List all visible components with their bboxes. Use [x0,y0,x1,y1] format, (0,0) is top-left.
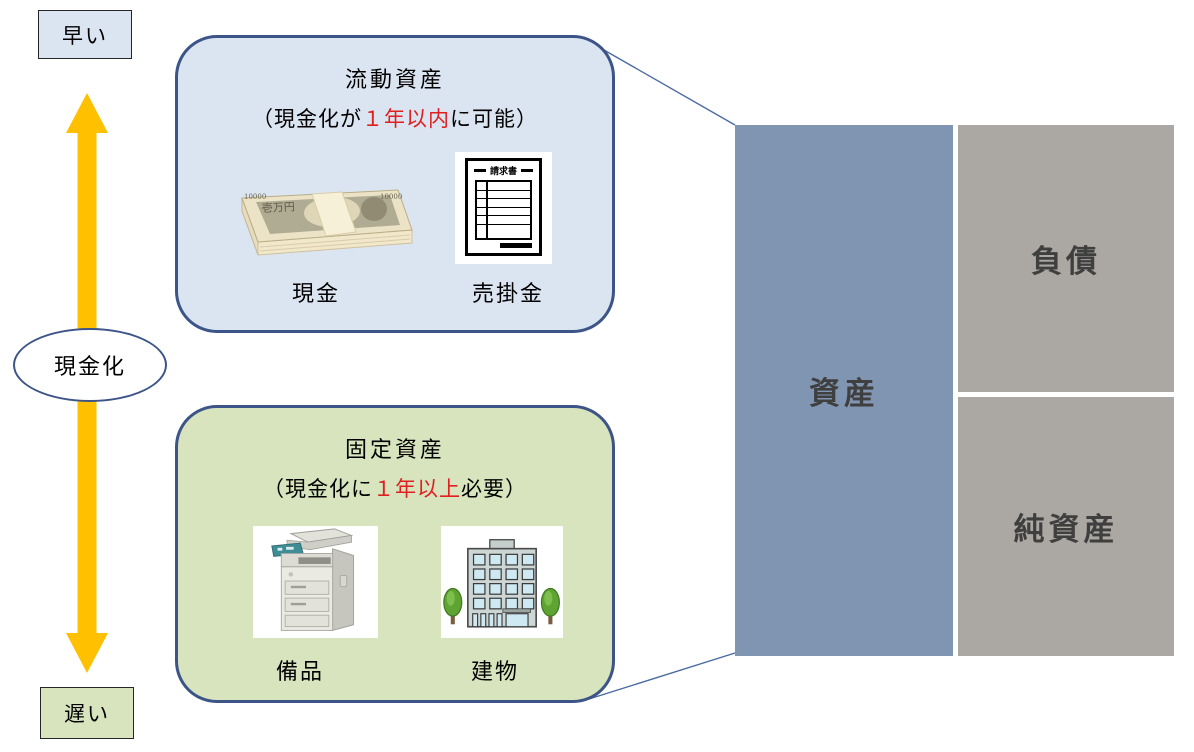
connector-line-top [596,45,736,126]
cash-conversion-oval: 現金化 [13,328,167,402]
fixed-assets-box: 固定資産 （現金化に１年以上必要） [175,405,615,703]
fast-label-box: 早い [38,10,132,59]
liabilities-label: 負債 [1031,244,1101,280]
fast-label: 早い [62,23,108,48]
equipment-label: 備品 [275,660,324,685]
slow-label: 遅い [64,702,110,726]
fixed-assets-title: 固定資産 [344,438,445,463]
invoice-dash-right [521,169,533,172]
invoice-table [475,180,532,240]
subtitle-highlight: １年以内 [362,107,450,131]
subtitle-highlight: １年以上 [373,477,461,501]
copier-icon [253,526,378,638]
subtitle-prefix: （現金化に [263,477,373,501]
net-assets-block: 純資産 [958,397,1174,656]
cash-face-text: 壱万円 [261,199,295,215]
arrow-down-head-icon [66,633,108,673]
arrow-up-head-icon [66,93,108,133]
net-assets-label: 純資産 [1013,512,1119,548]
fixed-assets-subtitle: （現金化に１年以上必要） [178,473,612,503]
building-label: 建物 [470,660,519,685]
cash-number-left: 10000 [244,193,266,201]
current-assets-box: 流動資産 （現金化が１年以内に可能） 壱万円 10000 10000 [175,35,615,333]
invoice-header-text: 請求書 [489,167,517,177]
connector-line-bottom [588,652,736,700]
current-assets-subtitle: （現金化が１年以内に可能） [178,103,612,133]
invoice-document: 請求書 [465,158,542,256]
assets-block: 資産 [735,125,953,656]
invoice-icon: 請求書 [455,152,552,264]
cash-stack-icon: 壱万円 10000 10000 [214,168,422,268]
subtitle-suffix: に可能） [450,107,538,131]
liabilities-block: 負債 [958,125,1174,392]
invoice-total-bar [500,243,532,248]
subtitle-prefix: （現金化が [252,107,362,131]
cash-number-right: 10000 [380,193,402,201]
invoice-header: 請求書 [468,164,539,177]
invoice-dash-left [473,169,486,172]
building-icon [441,526,563,638]
cash-label: 現金 [291,282,340,307]
slow-label-box: 遅い [40,687,134,739]
assets-label: 資産 [809,376,879,412]
subtitle-suffix: 必要） [461,477,527,501]
current-assets-title: 流動資産 [344,68,445,93]
receivables-label: 売掛金 [471,282,544,307]
cash-conversion-label: 現金化 [53,355,126,380]
